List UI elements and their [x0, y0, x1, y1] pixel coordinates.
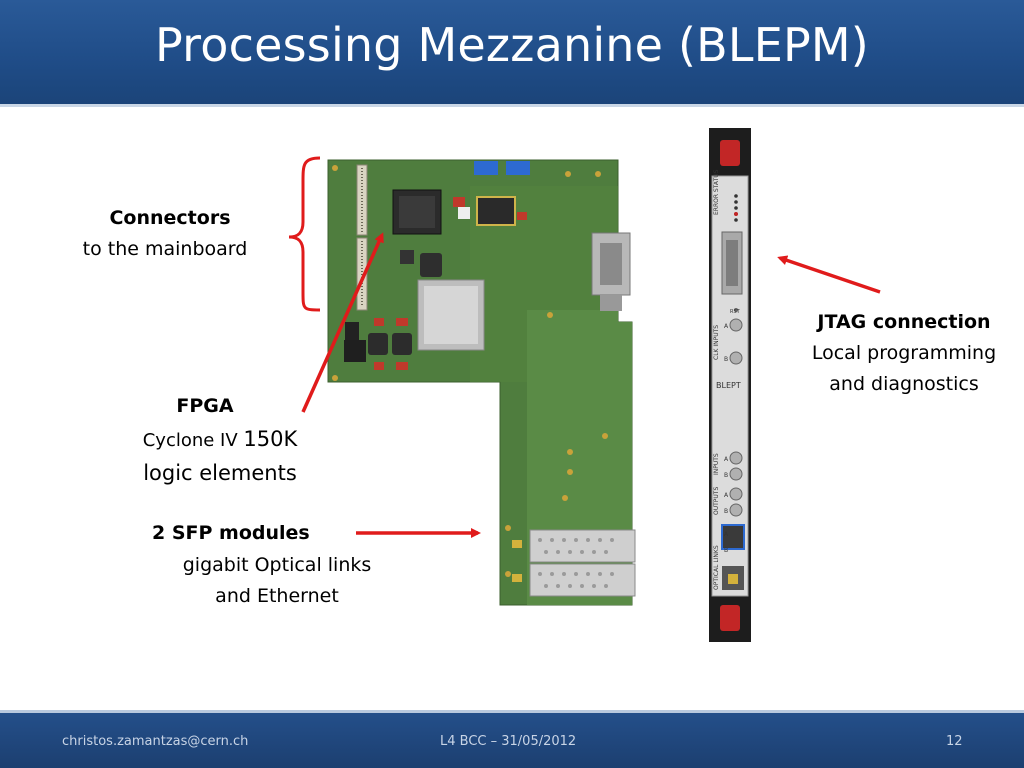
footer-event: L4 BCC – 31/05/2012	[440, 734, 577, 749]
connectors-desc: to the mainboard	[82, 238, 248, 260]
jtag-line2: and diagnostics	[829, 373, 979, 395]
bottom-handle-icon	[720, 605, 740, 631]
panel-port-letter: A	[724, 531, 729, 538]
slide-title: Processing Mezzanine (BLEPM)	[155, 18, 869, 72]
connectors-title: Connectors	[109, 207, 231, 229]
sfp-line1: gigabit Optical links	[182, 554, 372, 576]
top-handle-icon	[720, 140, 740, 166]
fpga-arrow	[301, 232, 384, 413]
panel-label-optical: OPTICAL LINKS	[713, 545, 720, 590]
footer-bar: christos.zamantzas@cern.ch L4 BCC – 31/0…	[0, 710, 1024, 768]
front-panel	[709, 128, 751, 642]
board-connector-top	[356, 164, 368, 236]
connectors-label: Connectors to the mainboard	[70, 203, 270, 265]
panel-name: BLEPT	[716, 381, 741, 390]
blue-header-1	[474, 161, 498, 175]
connectors-brace	[288, 156, 321, 312]
footer-email: christos.zamantzas@cern.ch	[62, 734, 249, 749]
fpga-line2: logic elements	[143, 461, 297, 485]
jtag-arrow	[777, 255, 881, 294]
panel-label-outputs: OUTPUTS	[713, 487, 720, 515]
fpga-line1: Cyclone IV 150K	[120, 422, 320, 458]
fpga-family: Cyclone IV	[142, 430, 244, 451]
jtag-label: JTAG connection Local programming and di…	[790, 307, 1018, 400]
panel-port-letter: B	[724, 547, 728, 554]
fpga-capacity: 150K	[243, 427, 298, 451]
sfp-line2: and Ethernet	[215, 585, 339, 607]
panel-port-letter: A	[724, 456, 729, 463]
title-bar: Processing Mezzanine (BLEPM)	[0, 0, 1024, 107]
panel-port-letter: B	[724, 472, 728, 479]
panel-label-status: ERROR STATUS	[713, 169, 720, 215]
sfp-modules	[512, 529, 636, 597]
sfp-title: 2 SFP modules	[152, 522, 310, 544]
panel-port-letter: B	[724, 356, 728, 363]
fpga-title: FPGA	[176, 395, 234, 417]
panel-label-inputs: INPUTS	[713, 453, 720, 475]
panel-port-letter: A	[724, 323, 729, 330]
small-chip	[476, 196, 516, 226]
panel-label-rst: RST	[730, 309, 741, 315]
panel-port-letter: A	[724, 492, 729, 499]
fpga-label: FPGA Cyclone IV 150K logic elements	[120, 391, 320, 488]
jtag-line1: Local programming	[811, 342, 997, 364]
blue-header-2	[506, 161, 530, 175]
footer-page-number: 12	[946, 734, 963, 749]
panel-label-clk: CLK INPUTS	[713, 325, 720, 360]
panel-port-letter: B	[724, 508, 728, 515]
jtag-title: JTAG connection	[817, 311, 991, 333]
